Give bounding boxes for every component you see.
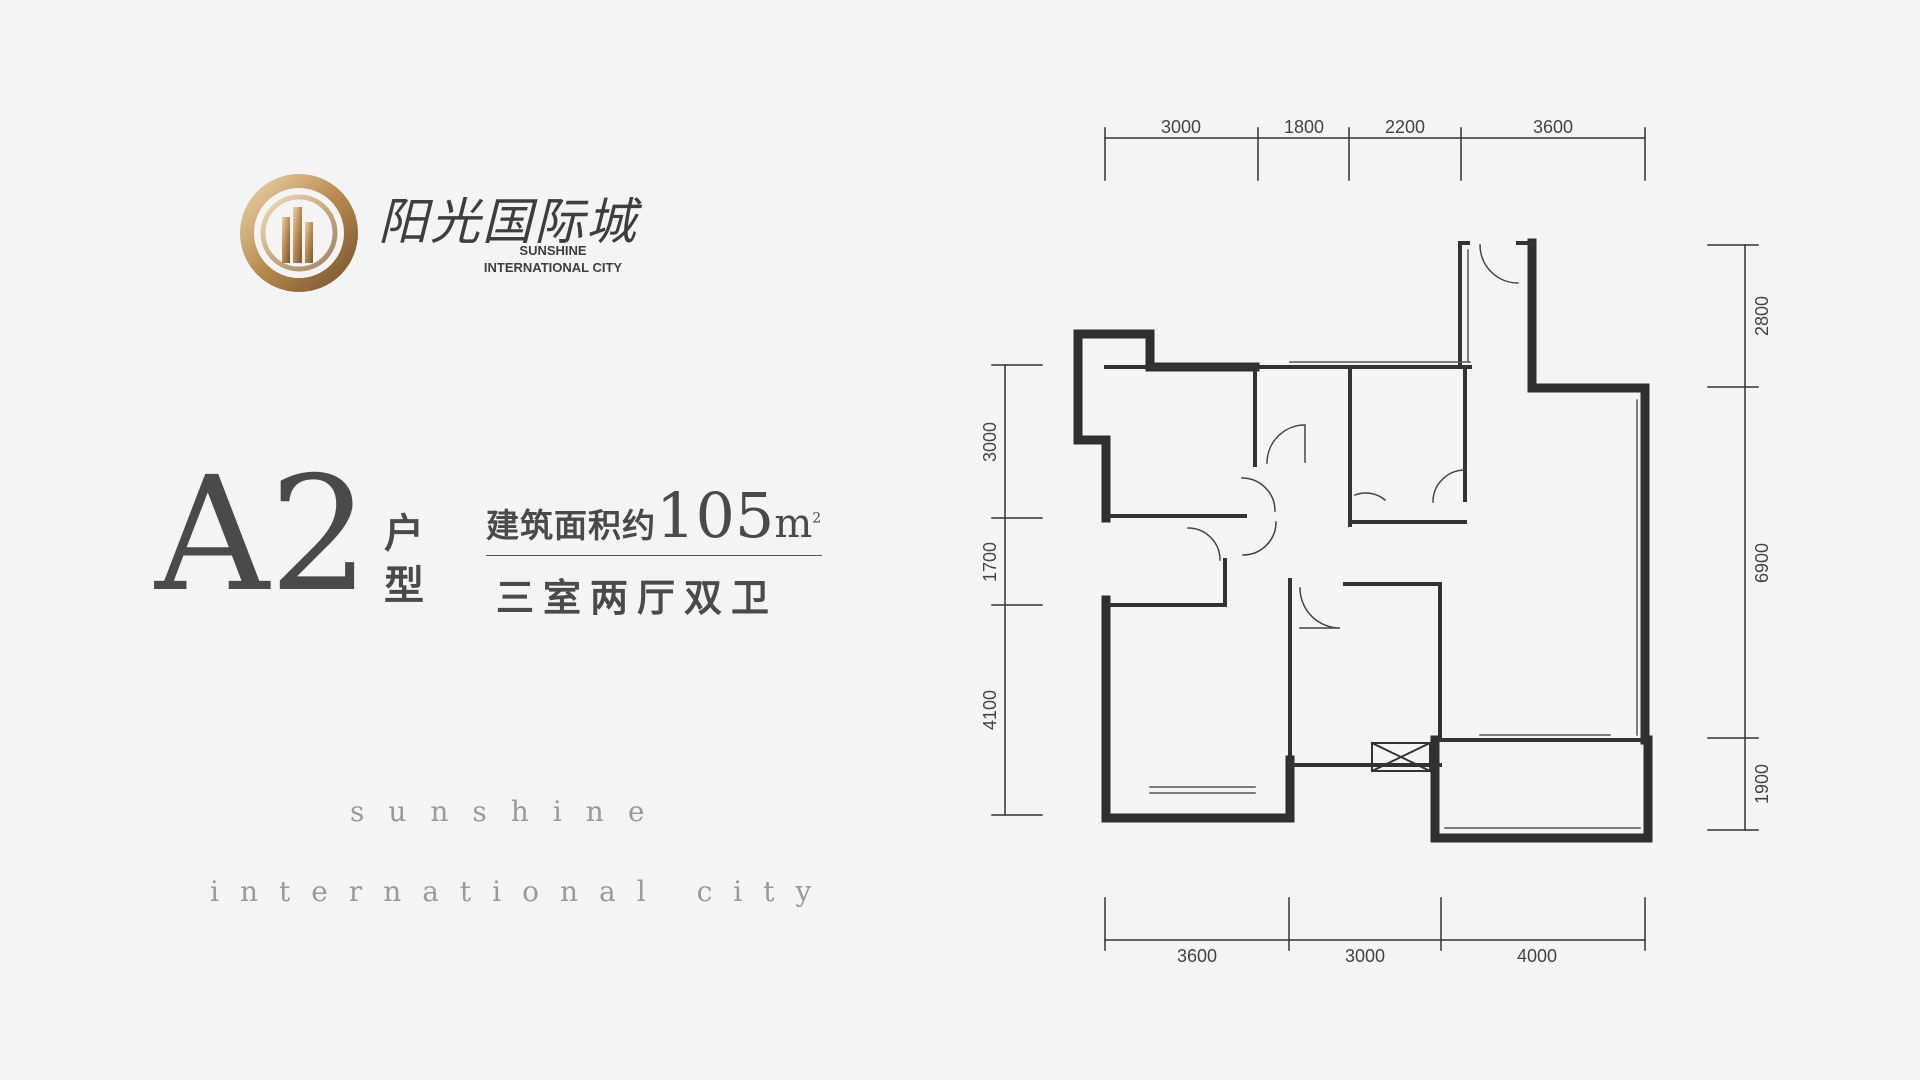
dim-right-2: 6900 (1752, 543, 1772, 583)
brand-name-en-line2: INTERNATIONAL CITY (483, 260, 623, 275)
logo-emblem-icon (240, 174, 358, 292)
dimension-labels: 3000 1800 2200 3600 3600 3000 4000 3000 … (980, 117, 1772, 966)
dim-bottom-1: 3600 (1177, 946, 1217, 966)
dim-bottom-3: 4000 (1517, 946, 1557, 966)
right-dimension-line (1707, 244, 1759, 831)
dim-right-3: 1900 (1752, 764, 1772, 804)
dim-top-3: 2200 (1385, 117, 1425, 137)
area-unit-m: m (774, 501, 813, 547)
door-swings (1187, 244, 1519, 629)
brand-logo: 阳光国际城 SUNSHINE INTERNATIONAL CITY (238, 172, 738, 292)
dim-top-2: 1800 (1284, 117, 1324, 137)
dim-top-4: 3600 (1533, 117, 1573, 137)
left-dimension-line (991, 364, 1043, 816)
brand-name-en: SUNSHINE INTERNATIONAL CITY (463, 242, 643, 276)
dim-top-1: 3000 (1161, 117, 1201, 137)
interior-walls (1104, 241, 1647, 820)
dim-left-2: 1700 (980, 542, 1000, 582)
unit-type-word-2: 型 (384, 562, 424, 609)
area-unit-sup: 2 (812, 510, 822, 527)
area-divider (486, 555, 822, 556)
layout-description: 三室两厅双卫 (496, 575, 779, 620)
dim-left-1: 3000 (980, 422, 1000, 462)
unit-type-word: 户 型 (384, 508, 444, 612)
dim-bottom-2: 3000 (1345, 946, 1385, 966)
windows (1149, 249, 1641, 829)
area-row: 建筑面积约105m2 (486, 485, 821, 555)
exterior-walls (1073, 238, 1653, 843)
utility-box (1370, 741, 1432, 773)
dim-left-3: 4100 (980, 690, 1000, 730)
top-dimension-line (1104, 127, 1646, 181)
tagline-line2: international city (210, 875, 833, 908)
bottom-dimension-line (1104, 897, 1646, 951)
brand-name-en-line1: SUNSHINE (519, 243, 587, 258)
area-label: 建筑面积约 (486, 506, 656, 545)
area-unit: m2 (774, 501, 821, 547)
unit-type-word-1: 户 (384, 510, 424, 557)
dim-right-1: 2800 (1752, 296, 1772, 336)
brand-name-cn: 阳光国际城 (378, 193, 638, 251)
area-value: 105 (656, 479, 775, 552)
unit-code: A2 (155, 443, 370, 627)
tagline-line1: sunshine (350, 795, 669, 828)
